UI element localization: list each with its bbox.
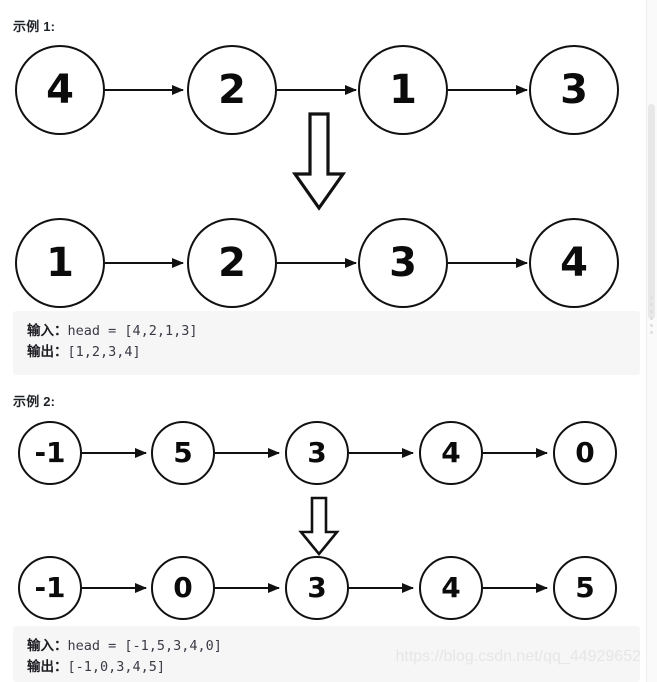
scrollbar-thumb[interactable] [648,104,655,319]
code-line-input: 输入：head = [4,2,1,3] [27,321,626,342]
list-node: 5 [553,556,617,620]
list-arrow [215,448,280,458]
output-value: [1,2,3,4] [67,344,141,360]
list-arrow [349,448,414,458]
example-1-list-after: 1 2 3 4 [0,217,645,317]
list-arrow [82,448,147,458]
vertical-scrollbar[interactable] [646,0,657,682]
list-node: 2 [187,45,277,135]
input-label: 输入： [27,323,68,339]
list-node: 1 [358,45,448,135]
output-value: [-1,0,3,4,5] [67,659,166,675]
code-line-input: 输入：head = [-1,5,3,4,0] [27,636,626,657]
output-label: 输出： [27,344,68,360]
list-arrow [105,85,184,95]
example-2-label: 示例 2: [13,394,56,409]
example-2-list-before: -1 5 3 4 0 [0,420,645,498]
arrow-head-icon [268,583,280,593]
example-1-label: 示例 1: [13,19,56,34]
example-2-list-after: -1 0 3 4 5 [0,555,645,633]
arrow-head-icon [135,583,147,593]
arrow-head-icon [516,258,528,268]
arrow-head-icon [172,85,184,95]
list-node: 3 [358,218,448,308]
example-2-code-block: 输入：head = [-1,5,3,4,0] 输出：[-1,0,3,4,5] [13,626,640,682]
input-value: head = [-1,5,3,4,0] [67,638,222,654]
list-node: -1 [18,421,82,485]
arrow-head-icon [135,448,147,458]
down-block-arrow-icon [291,112,347,212]
list-node: 3 [285,556,349,620]
arrow-head-icon [345,258,357,268]
list-node: 3 [529,45,619,135]
arrow-head-icon [172,258,184,268]
code-line-output: 输出：[-1,0,3,4,5] [27,657,626,678]
list-node: -1 [18,556,82,620]
input-value: head = [4,2,1,3] [67,323,198,339]
list-arrow [105,258,184,268]
output-label: 输出： [27,659,68,675]
list-node: 0 [553,421,617,485]
list-node: 3 [285,421,349,485]
down-block-arrow-icon [298,496,340,558]
list-arrow [349,583,414,593]
input-label: 输入： [27,638,68,654]
list-arrow [215,583,280,593]
arrow-head-icon [516,85,528,95]
example-1-code-block: 输入：head = [4,2,1,3] 输出：[1,2,3,4] [13,311,640,375]
example-1-list-before: 4 2 1 3 [0,44,645,144]
code-line-output: 输出：[1,2,3,4] [27,342,626,363]
scrollbar-marks [647,296,656,334]
list-node: 1 [15,218,105,308]
list-arrow [82,583,147,593]
list-node: 4 [419,421,483,485]
arrow-head-icon [536,448,548,458]
list-arrow [483,448,548,458]
list-arrow [277,258,357,268]
list-node: 5 [151,421,215,485]
list-arrow [483,583,548,593]
list-node: 4 [419,556,483,620]
arrow-head-icon [402,448,414,458]
arrow-head-icon [402,583,414,593]
arrow-head-icon [536,583,548,593]
list-node: 2 [187,218,277,308]
arrow-head-icon [268,448,280,458]
list-node: 0 [151,556,215,620]
list-arrow [448,85,528,95]
list-node: 4 [15,45,105,135]
list-node: 4 [529,218,619,308]
list-arrow [277,85,357,95]
arrow-head-icon [345,85,357,95]
list-arrow [448,258,528,268]
